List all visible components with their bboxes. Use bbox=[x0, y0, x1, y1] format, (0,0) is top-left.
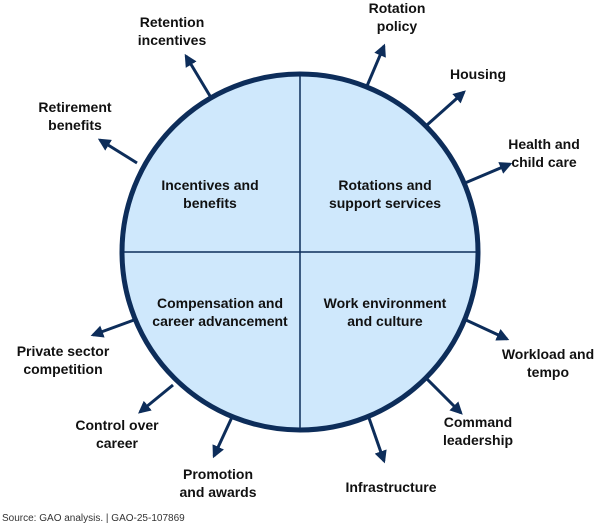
arrows-group bbox=[90, 43, 513, 464]
arrow-rotation-policy bbox=[365, 43, 386, 87]
source-note: Source: GAO analysis. | GAO-25-107869 bbox=[2, 513, 185, 524]
arrow-housing bbox=[426, 90, 466, 127]
arrow-retention-incentives bbox=[184, 53, 212, 97]
arrow-infrastructure bbox=[367, 417, 387, 464]
arrow-retirement-benefits bbox=[97, 138, 138, 165]
arrow-health-and-child-care bbox=[464, 162, 513, 185]
arrow-private-sector-competition bbox=[90, 318, 135, 338]
arrow-control-over-career bbox=[138, 383, 174, 414]
arrow-promotion-and-awards bbox=[212, 414, 235, 459]
arrow-workload-and-tempo bbox=[465, 318, 510, 341]
factor-label-infrastructure: Infrastructure bbox=[345, 479, 436, 495]
arrow-command-leadership bbox=[425, 377, 463, 415]
factor-label-housing: Housing bbox=[450, 66, 506, 82]
